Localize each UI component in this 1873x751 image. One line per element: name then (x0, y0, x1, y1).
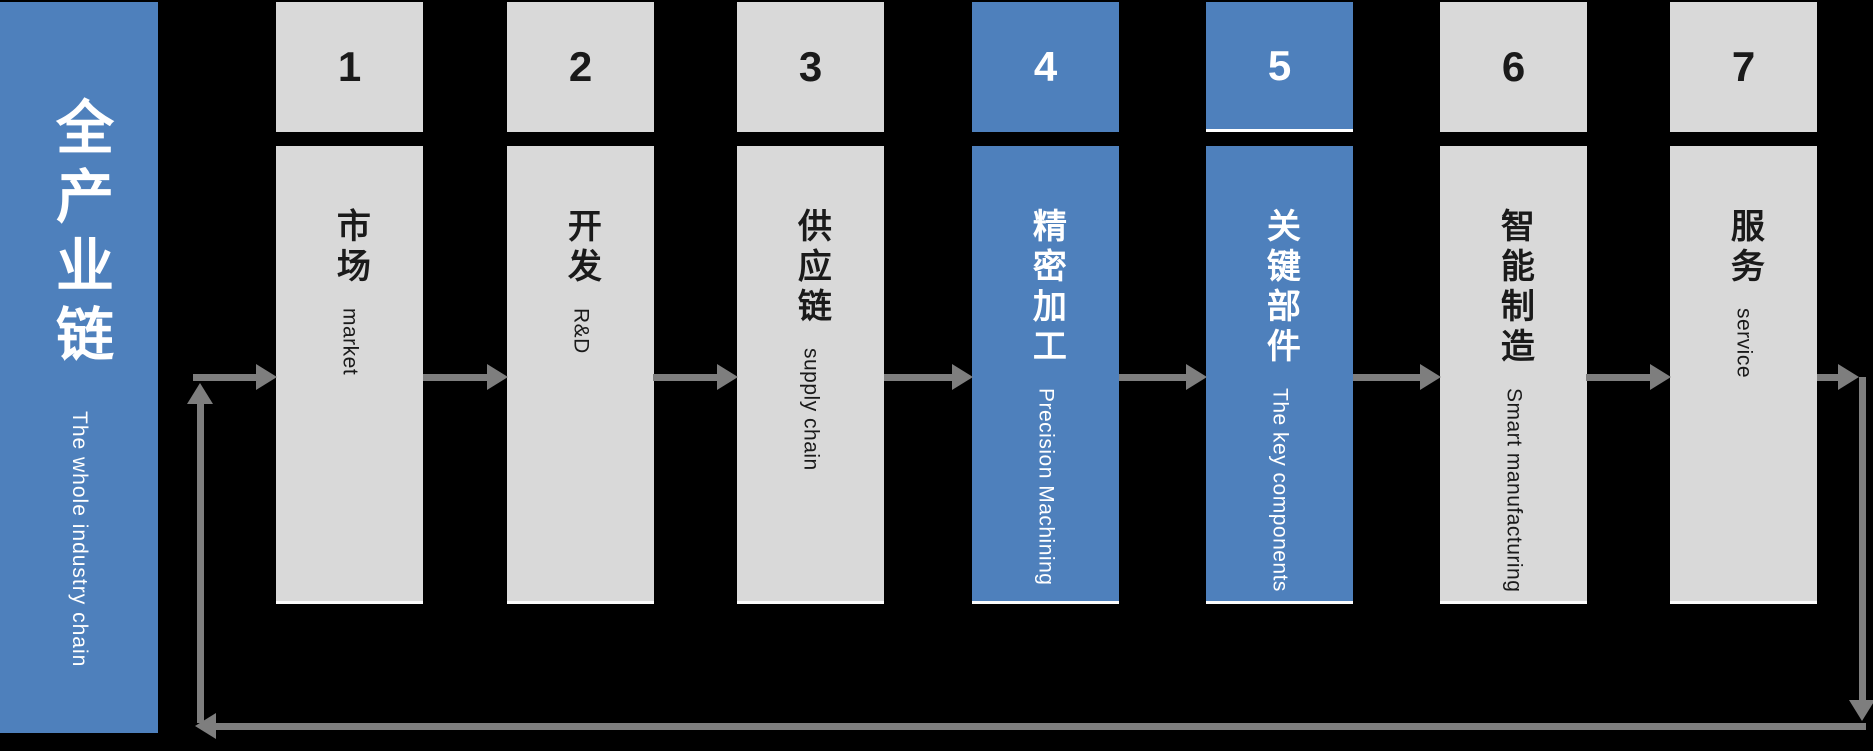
column-body: 开发 R&D (507, 146, 654, 604)
industry-chain-banner: 全产业链 The whole industry chain (0, 2, 158, 733)
column-label-en: R&D (569, 308, 593, 354)
column-label-en: Smart manufacturing (1502, 388, 1526, 593)
column-number: 1 (276, 2, 423, 132)
column-body: 智能制造 Smart manufacturing (1440, 146, 1587, 604)
column-label-cn: 智能制造 (1495, 208, 1534, 368)
column-label-cn: 关键部件 (1261, 208, 1300, 368)
column-label-en: service (1732, 308, 1756, 379)
column-number: 7 (1670, 2, 1817, 132)
column-number: 4 (972, 2, 1119, 132)
column-body: 市场 market (276, 146, 423, 604)
column-number: 3 (737, 2, 884, 132)
banner-title-cn: 全产业链 (47, 97, 112, 373)
banner-title-en: The whole industry chain (68, 411, 91, 668)
column-number: 6 (1440, 2, 1587, 132)
column-label-cn: 服务 (1725, 208, 1764, 288)
column-label-en: Precision Machining (1034, 388, 1058, 586)
column-number: 5 (1206, 2, 1353, 132)
column-label-en: The key components (1268, 388, 1292, 592)
column-label-cn: 精密加工 (1027, 208, 1066, 368)
column-label-cn: 市场 (331, 208, 370, 288)
column-body: 精密加工 Precision Machining (972, 146, 1119, 604)
column-number: 2 (507, 2, 654, 132)
column-body: 关键部件 The key components (1206, 146, 1353, 604)
column-label-cn: 供应链 (792, 208, 831, 328)
column-label-en: supply chain (799, 348, 823, 471)
column-label-cn: 开发 (562, 208, 601, 288)
column-body: 服务 service (1670, 146, 1817, 604)
column-body: 供应链 supply chain (737, 146, 884, 604)
column-label-en: market (338, 308, 362, 376)
